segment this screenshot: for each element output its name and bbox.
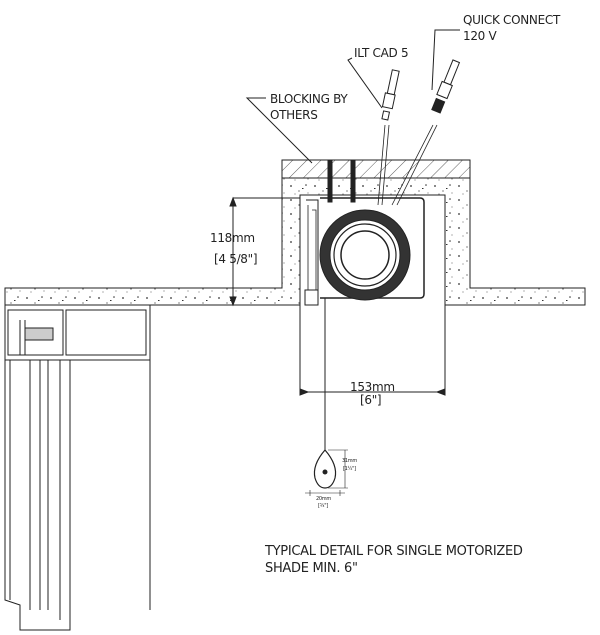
dimension-153-mm: 153mm (350, 380, 395, 394)
ilt-connector (381, 69, 400, 121)
label-blocking-others: OTHERS (270, 108, 318, 122)
label-quick-connect: QUICK CONNECT (463, 13, 560, 27)
concrete-slab (4, 177, 586, 306)
caption-line2: SHADE MIN. 6" (265, 561, 358, 576)
pull-width-mm: 20mm (316, 496, 331, 502)
label-quick-connect-voltage: 120 V (463, 29, 497, 43)
pull-weight (313, 449, 337, 489)
label-blocking: BLOCKING BY (270, 92, 348, 106)
dimension-118-in: [4 5/8"] (214, 252, 258, 266)
dimension-118-mm: 118mm (210, 231, 255, 245)
screw (350, 159, 356, 203)
dimension-153-in: [6"] (360, 393, 382, 407)
ilt-cable (377, 124, 390, 206)
blocking (281, 159, 471, 179)
caption-line1: TYPICAL DETAIL FOR SINGLE MOTORIZED (265, 544, 523, 559)
leader-blocking (245, 97, 313, 164)
pull-height-mm: 31mm (342, 458, 357, 464)
pull-height-in: [1¼"] (343, 466, 356, 472)
headbox (320, 197, 425, 299)
quick-connect-connector (431, 59, 461, 114)
label-ilt-cad: ILT CAD 5 (354, 46, 409, 60)
window-frame (4, 304, 151, 631)
power-cable (391, 124, 438, 206)
screw (327, 159, 333, 203)
leader-ilt (347, 57, 383, 109)
mounting-clip (304, 289, 319, 306)
pull-width-in: [¾"] (318, 503, 328, 509)
leader-quick-connect (431, 29, 460, 91)
